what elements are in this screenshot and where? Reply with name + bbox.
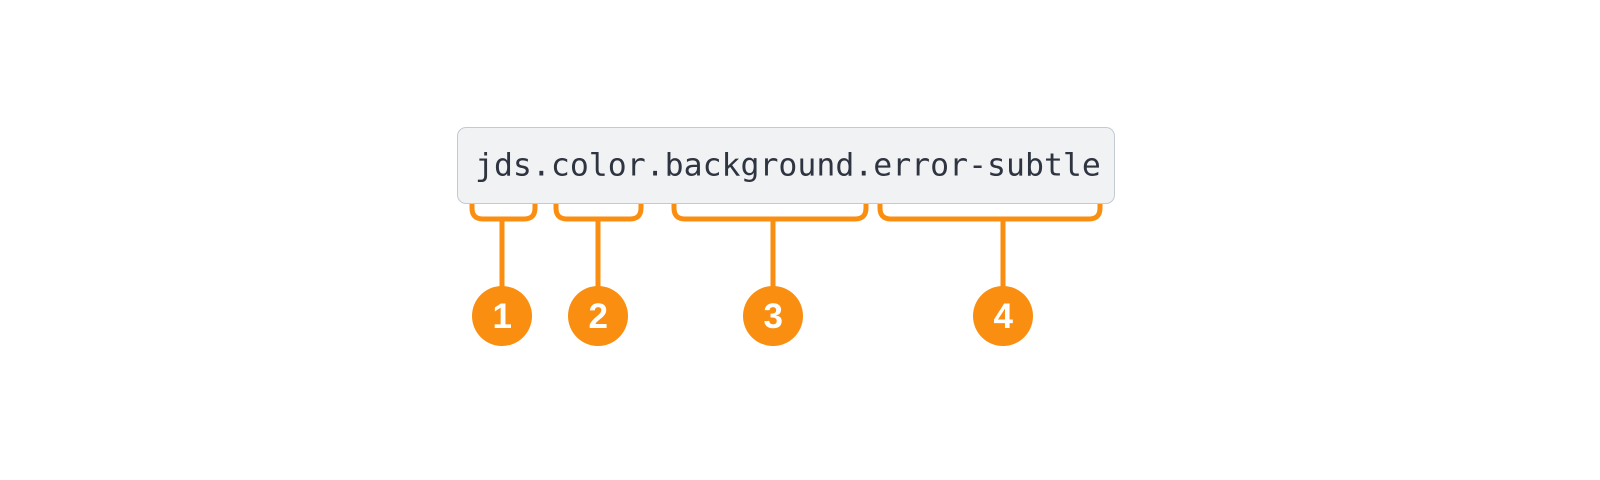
segment-bracket-4 — [877, 196, 1103, 222]
segment-bracket-3 — [671, 196, 869, 222]
marker-number-4: 4 — [993, 296, 1013, 336]
marker-circle-1[interactable]: 1 — [472, 286, 532, 346]
marker-number-1: 1 — [492, 296, 512, 336]
marker-number-2: 2 — [588, 296, 608, 336]
marker-circle-2[interactable]: 2 — [568, 286, 628, 346]
design-token-text: jds.color.background.error-subtle — [475, 146, 1101, 183]
marker-circle-4[interactable]: 4 — [973, 286, 1033, 346]
design-token-box[interactable]: jds.color.background.error-subtle — [457, 127, 1115, 204]
marker-circle-3[interactable]: 3 — [743, 286, 803, 346]
marker-number-3: 3 — [763, 296, 783, 336]
